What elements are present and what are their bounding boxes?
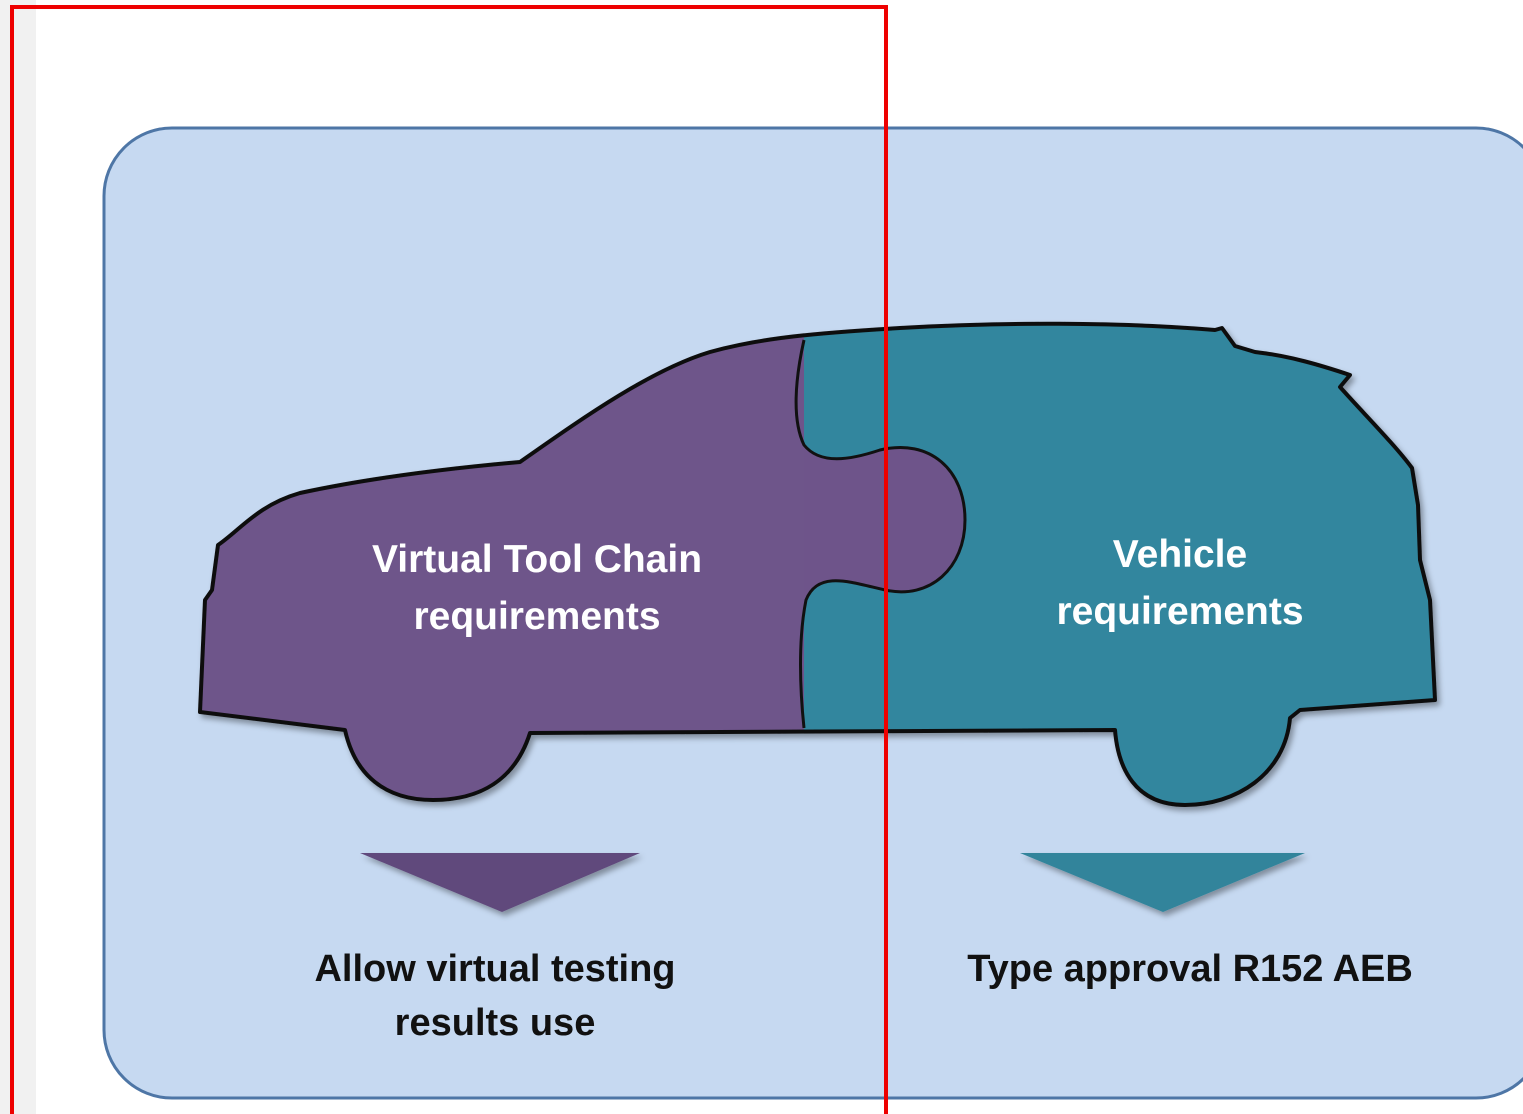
right-down-arrow	[1020, 853, 1305, 912]
left-outcome-line2: results use	[394, 1002, 596, 1044]
right-outcome-line1: Type approval R152 AEB	[967, 948, 1413, 990]
car-left-body	[198, 333, 804, 802]
vehicle-requirements-label-line2: requirements	[1056, 590, 1304, 633]
left-outcome-line1: Allow virtual testing	[314, 948, 676, 990]
car-left-puzzle-piece	[198, 333, 804, 802]
car-right-body	[804, 321, 1437, 807]
virtual-tool-chain-label-line1: Virtual Tool Chain	[371, 538, 703, 581]
virtual-tool-chain-label: Virtual Tool Chain requirements	[322, 540, 752, 636]
left-outcome-label: Allow virtual testing results use	[270, 950, 720, 1042]
vehicle-requirements-label-line1: Vehicle	[1112, 533, 1248, 576]
left-margin-strip	[0, 0, 36, 1114]
right-outcome-label: Type approval R152 AEB	[930, 950, 1450, 988]
vehicle-requirements-label: Vehicle requirements	[1000, 535, 1360, 631]
virtual-tool-chain-label-line2: requirements	[413, 595, 661, 638]
left-down-arrow	[360, 853, 640, 912]
puzzle-knob	[796, 340, 965, 728]
car-right-puzzle-piece	[804, 321, 1437, 807]
puzzle-seam-line	[794, 339, 967, 729]
